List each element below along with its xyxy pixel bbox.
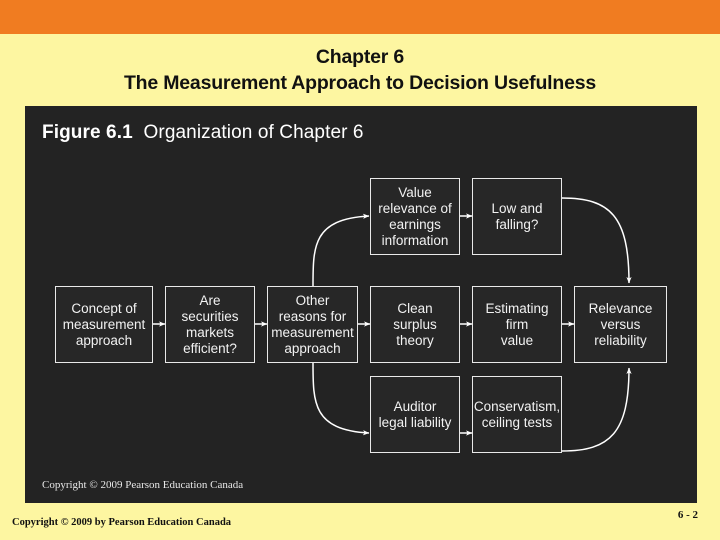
figure-title: Figure 6.1 Organization of Chapter 6 (42, 122, 364, 144)
footer-copyright: Copyright © 2009 by Pearson Education Ca… (12, 517, 232, 528)
flowchart-connectors (153, 197, 632, 452)
slide-title: Chapter 6 The Measurement Approach to De… (0, 44, 720, 96)
figure-caption: Organization of Chapter 6 (143, 122, 364, 143)
figure-label: Figure 6.1 (42, 122, 133, 143)
figure-copyright: Copyright © 2009 Pearson Education Canad… (42, 479, 244, 491)
slide-title-line-1: Chapter 6 (315, 46, 405, 68)
node-conservatism-ceiling-tests-label: Conservatism,ceiling tests (473, 398, 561, 430)
figure-panel: Figure 6.1 Organization of Chapter 6 (25, 106, 697, 503)
page-number: 6 - 2 (677, 509, 698, 521)
node-conservatism-ceiling-tests[interactable]: Conservatism,ceiling tests (472, 376, 562, 453)
accent-band (0, 0, 720, 34)
slide-title-line-2: The Measurement Approach to Decision Use… (123, 72, 597, 94)
